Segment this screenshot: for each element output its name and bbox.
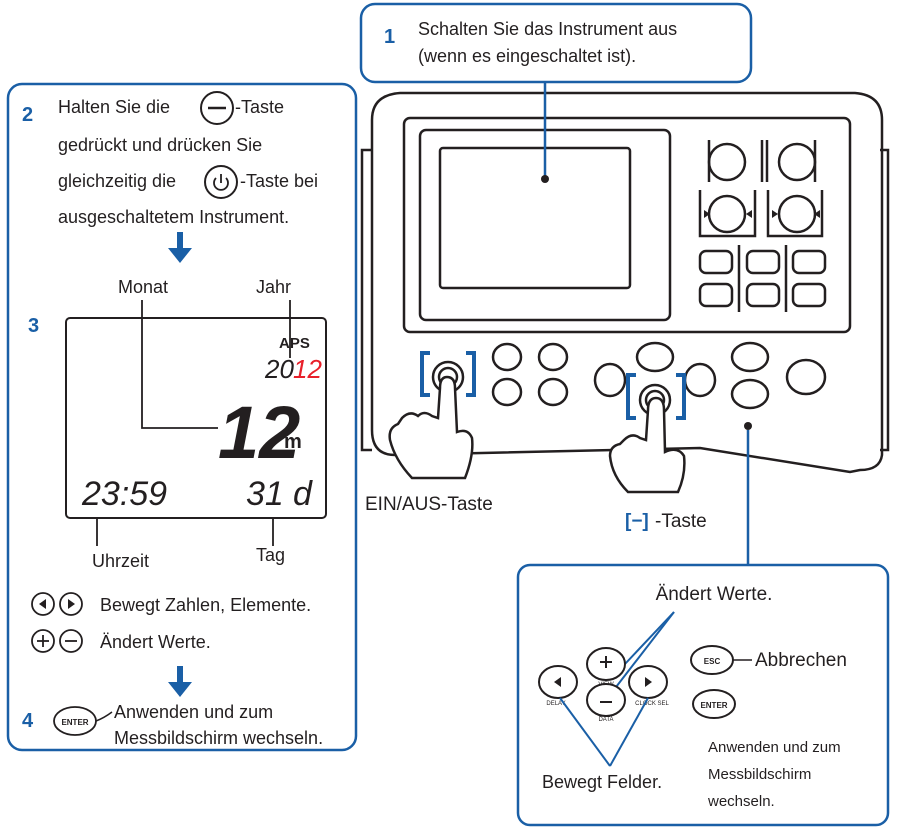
- lcd-month-unit: m: [284, 431, 302, 453]
- callout-apply-line1: Anwenden und zum: [708, 739, 841, 756]
- key-highlight-brackets: [420, 351, 686, 420]
- lcd-aps: APS: [279, 335, 310, 352]
- left-handle: [360, 148, 372, 452]
- enter-key-callout[interactable]: [692, 689, 736, 719]
- lcd-day-value: 31: [246, 475, 284, 513]
- step2-number: 2: [22, 104, 33, 126]
- delay-label: DELAY: [546, 701, 565, 707]
- minus-key-bracket: [−]: [625, 511, 649, 532]
- step4-line2: Messbildschirm wechseln.: [114, 728, 323, 748]
- lcd-display: [65, 317, 327, 519]
- hint-change: Ändert Werte.: [100, 632, 211, 652]
- enter-key-label: ENTER: [61, 718, 88, 727]
- callout-move-lines: [559, 697, 649, 767]
- step2-line4: ausgeschaltetem Instrument.: [58, 207, 289, 227]
- power-key-caption: EIN/AUS-Taste: [365, 494, 493, 515]
- step1-callout: [359, 2, 753, 84]
- step1-line2: (wenn es eingeschaltet ist).: [418, 46, 636, 66]
- month-leader-line: [141, 300, 218, 429]
- step2-line2: gedrückt und drücken Sie: [58, 135, 262, 155]
- callout-move-fields: Bewegt Felder.: [542, 772, 662, 792]
- minus-key-callout[interactable]: [586, 683, 626, 717]
- step1-pointer-dot: [541, 175, 549, 183]
- callout-change-lines: [605, 611, 675, 701]
- label-time: Uhrzeit: [92, 551, 149, 571]
- minus-key-icon: [200, 91, 234, 125]
- instrument-screen: [438, 146, 632, 290]
- callout-change-values: Ändert Werte.: [656, 584, 773, 605]
- callout-cancel: Abbrechen: [755, 650, 847, 671]
- data-label: DATA: [598, 717, 613, 723]
- hand-illustrations: [388, 375, 686, 494]
- step4-number: 4: [22, 710, 34, 732]
- lcd-year-prefix: 20: [264, 354, 294, 384]
- step2-line1a: Halten Sie die: [58, 97, 170, 117]
- upper-panel: [402, 116, 852, 334]
- label-day: Tag: [256, 545, 285, 565]
- lower-keys: [491, 341, 827, 410]
- step4-connector: [95, 711, 113, 722]
- hint-move: Bewegt Zahlen, Elemente.: [100, 595, 311, 615]
- enter-key-callout-label: ENTER: [700, 701, 727, 710]
- callout-apply-line2: Messbildschirm: [708, 766, 811, 783]
- minus-key-small-icon: [59, 629, 83, 653]
- right-hand: [608, 396, 686, 494]
- lcd-month-value: 12: [218, 391, 300, 474]
- right-handle: [880, 148, 890, 452]
- lcd-year-blink: 12: [293, 354, 322, 384]
- minus-key-caption: -Taste: [655, 511, 707, 532]
- step3-number: 3: [28, 315, 39, 337]
- cross-keypad: VIEW DATA DELAY CLOCK SEL: [538, 647, 669, 723]
- step1-line1: Schalten Sie das Instrument aus: [418, 19, 677, 39]
- clock-label: CLOCK SEL: [635, 701, 669, 707]
- lcd-day-unit: d: [293, 475, 313, 513]
- round-buttons: [698, 140, 824, 238]
- left-hand: [388, 375, 474, 480]
- callout-apply-line3: wechseln.: [707, 793, 775, 810]
- button-arrow-marks: [704, 210, 820, 218]
- esc-key-label: ESC: [704, 657, 721, 666]
- instrument-body: [370, 91, 884, 474]
- step2-line1b: -Taste: [235, 97, 284, 117]
- keypad-pointer-dot: [744, 422, 752, 430]
- label-month: Monat: [118, 277, 168, 297]
- enter-key-icon: ENTER: [53, 706, 97, 736]
- rect-keys: [698, 245, 827, 312]
- step-arrow-down-2: [168, 666, 192, 697]
- left-key-icon: [31, 592, 55, 616]
- label-year: Jahr: [256, 277, 291, 297]
- plus-key-icon: [31, 629, 55, 653]
- step-arrow-down: [168, 232, 192, 263]
- step4-line1: Anwenden und zum: [114, 702, 273, 722]
- step1-number: 1: [384, 26, 395, 48]
- step2-line3b: -Taste bei: [240, 171, 318, 191]
- lcd-time: 23:59: [81, 475, 167, 513]
- step2-line3a: gleichzeitig die: [58, 171, 176, 191]
- right-key-icon: [59, 592, 83, 616]
- power-key-icon: [204, 165, 238, 199]
